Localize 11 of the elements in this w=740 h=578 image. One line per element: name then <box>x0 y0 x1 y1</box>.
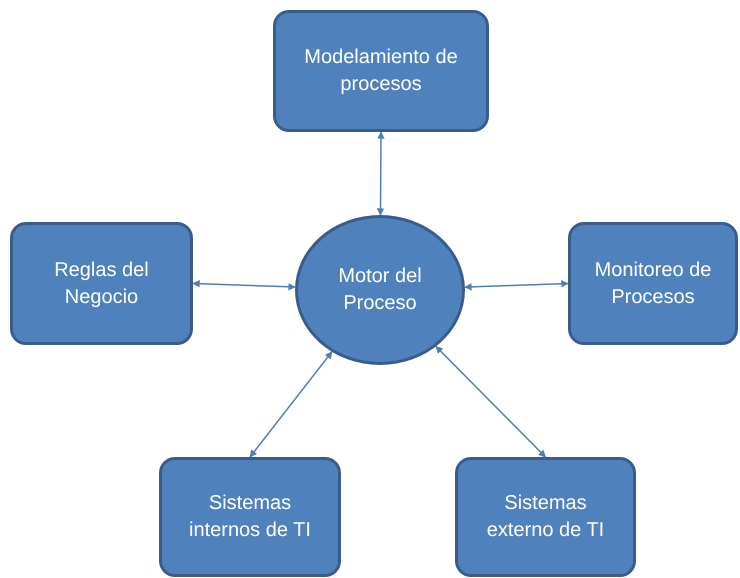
double-arrow <box>464 280 569 291</box>
double-arrow <box>192 280 296 291</box>
process-box: Reglas del Negocio <box>10 222 193 345</box>
process-box: Sistemas internos de TI <box>159 457 341 577</box>
double-arrow <box>376 131 385 216</box>
double-arrow <box>435 346 546 458</box>
process-box: Monitoreo de Procesos <box>568 222 738 345</box>
process-box: Modelamiento de procesos <box>273 10 489 132</box>
engine-circle: Motor del Proceso <box>295 215 465 365</box>
process-box: Sistemas externo de TI <box>455 457 636 577</box>
double-arrow <box>249 351 332 458</box>
